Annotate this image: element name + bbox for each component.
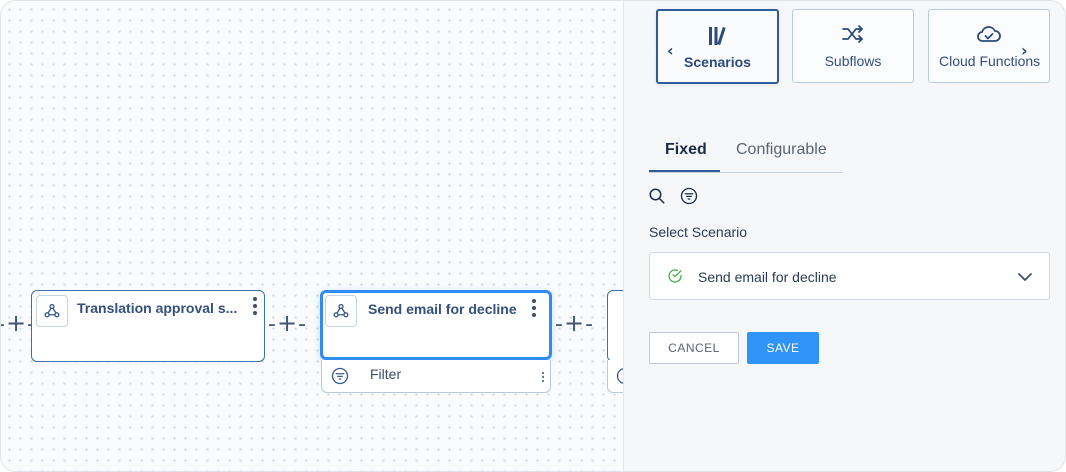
chevron-left-icon[interactable]: ‹: [667, 41, 674, 60]
tab-fixed[interactable]: Fixed: [665, 141, 707, 158]
node-filter[interactable]: Filter: [321, 360, 551, 393]
selected-scenario-value: Send email for decline: [698, 269, 837, 285]
active-tab-indicator: [649, 170, 720, 172]
filter-icon[interactable]: [680, 187, 698, 210]
filter-label: Filter: [370, 366, 402, 382]
add-step-button[interactable]: +: [5, 309, 28, 337]
category-label: Subflows: [824, 53, 882, 69]
select-scenario-label: Select Scenario: [649, 224, 748, 240]
filter-icon: [331, 367, 349, 390]
tab-configurable[interactable]: Configurable: [736, 141, 827, 158]
cloud-check-icon: [976, 24, 1002, 49]
scenario-select[interactable]: Send email for decline: [649, 252, 1050, 300]
flow-node-selected[interactable]: Send email for decline: [320, 290, 552, 360]
webhook-icon: [325, 295, 357, 327]
chevron-down-icon[interactable]: [1017, 270, 1033, 288]
category-scenarios[interactable]: Scenarios: [656, 9, 779, 84]
category-label: Cloud Functions: [939, 53, 1041, 69]
node-title: Translation approval s...: [77, 300, 238, 316]
connector: -+-: [555, 309, 595, 337]
category-subflows[interactable]: Subflows: [792, 9, 914, 83]
check-circle-icon: [667, 268, 683, 289]
category-cloud-functions[interactable]: Cloud Functions: [928, 9, 1050, 83]
category-label: Scenarios: [684, 54, 751, 70]
flow-canvas[interactable]: -+- Translation approval s... -+-: [1, 1, 647, 471]
library-icon: [706, 25, 730, 52]
scenario-tabs: Fixed Configurable: [649, 141, 843, 173]
add-step-button[interactable]: +: [563, 309, 586, 337]
node-menu-icon[interactable]: [531, 299, 537, 317]
search-icon[interactable]: [648, 187, 666, 210]
add-step-button[interactable]: +: [276, 309, 299, 337]
side-panel: Scenarios ‹ Subflows Cloud Functions ›: [623, 1, 1065, 471]
connector: -+-: [268, 309, 308, 337]
shuffle-icon: [841, 24, 865, 49]
flow-node[interactable]: Translation approval s...: [31, 290, 265, 362]
save-button[interactable]: SAVE: [747, 332, 819, 364]
chevron-right-icon[interactable]: ›: [1021, 41, 1028, 60]
webhook-icon: [36, 295, 68, 327]
node-menu-icon[interactable]: [252, 297, 258, 315]
filter-menu-icon[interactable]: [541, 372, 545, 382]
cancel-button[interactable]: CANCEL: [649, 332, 739, 364]
node-title: Send email for decline: [368, 301, 517, 317]
